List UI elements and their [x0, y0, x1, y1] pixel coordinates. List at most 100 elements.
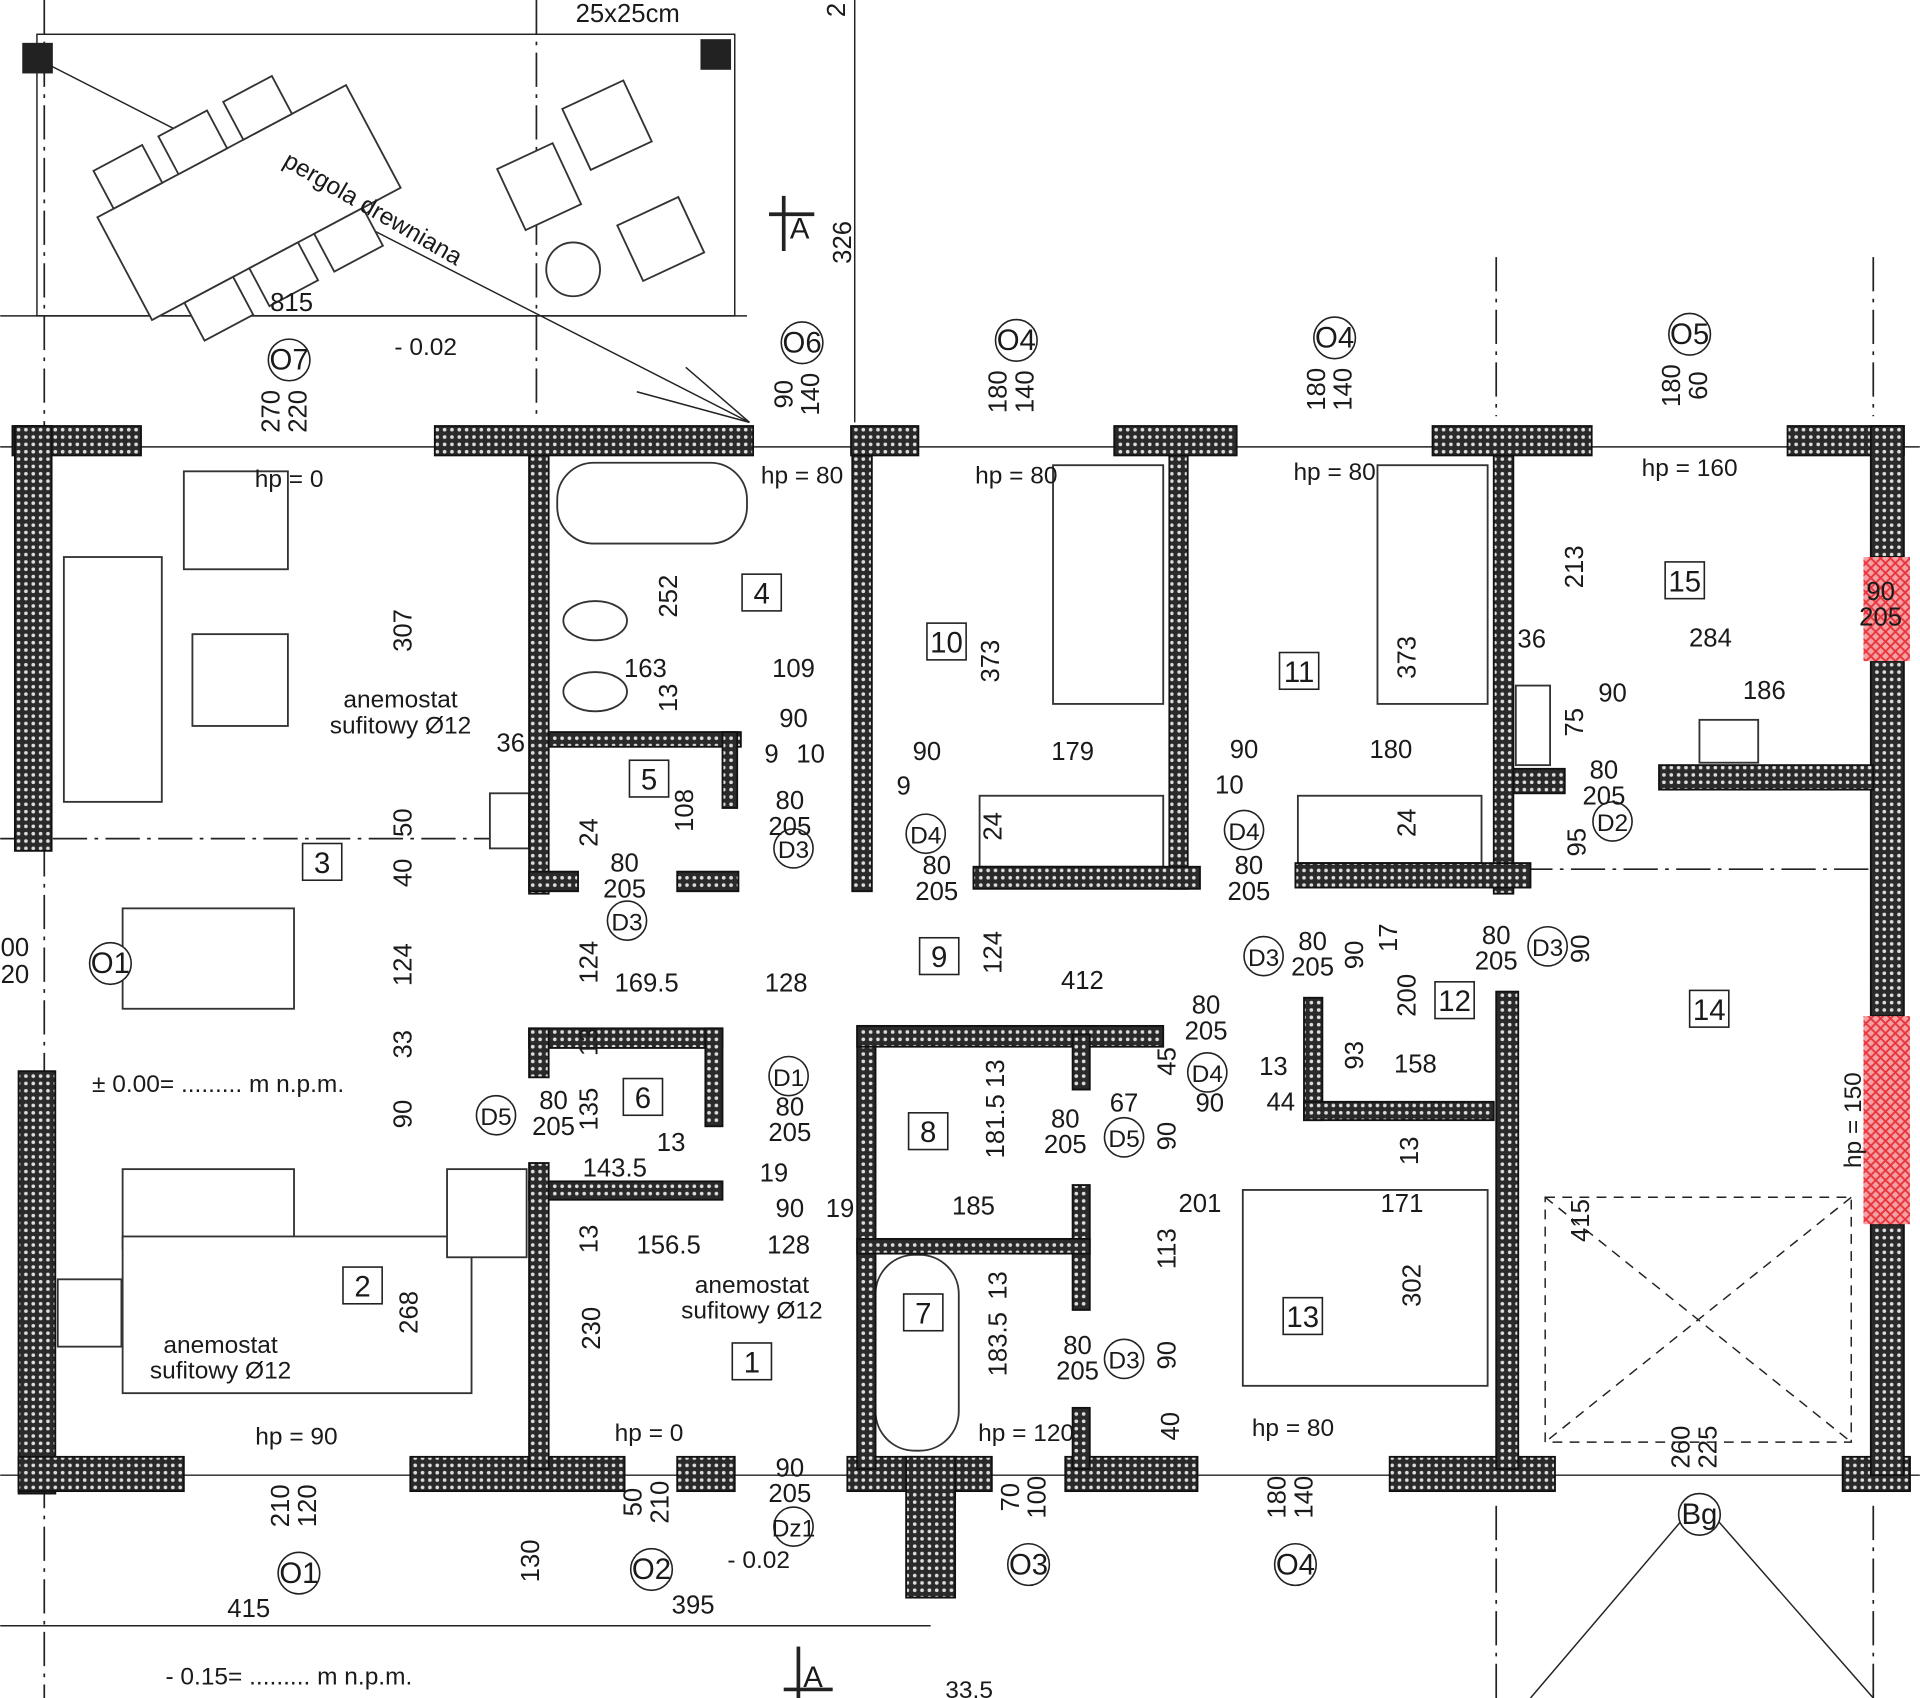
wall: [856, 1237, 1091, 1255]
window-tag-circle: [1313, 316, 1357, 360]
door-dim: 205: [532, 1113, 575, 1141]
dimension-label: 36: [496, 730, 525, 758]
dimension-label: 13: [657, 1129, 686, 1157]
window-tag: O2: [632, 1553, 671, 1586]
dimension-label: 143.5: [583, 1154, 647, 1182]
window-dim: 260: [1668, 1426, 1696, 1469]
door-tag-circle: [1243, 935, 1284, 977]
room-number: 11: [1284, 656, 1315, 689]
dimension-label: 130: [517, 1539, 545, 1582]
window-tag-circle: [267, 338, 311, 382]
door-dim: 80: [610, 850, 639, 878]
dimension-label: 13: [1396, 1136, 1424, 1165]
door-tag: D3: [611, 909, 642, 936]
window-dim: 210: [647, 1481, 675, 1524]
dimension-label: 185: [952, 1192, 995, 1220]
dimension-label: 75: [1561, 708, 1589, 737]
window-tag: O6: [782, 327, 821, 360]
dimension-label: 373: [1393, 636, 1421, 679]
garden-chair: [312, 206, 385, 273]
door-tag: D4: [1192, 1061, 1223, 1088]
window-dim: 180: [985, 370, 1013, 413]
dimension-label: 373: [977, 640, 1005, 683]
dimension-label: 13: [576, 1225, 604, 1254]
window-tag-circle: [1006, 1542, 1051, 1587]
dimension-label: 50: [390, 808, 418, 837]
dimension-label: 163: [624, 655, 667, 683]
window-tag: O3: [1009, 1548, 1048, 1581]
door-tag: D1: [773, 1065, 804, 1092]
window-dim: 180: [1303, 368, 1331, 411]
room-number: 15: [1668, 565, 1701, 598]
room-number: 9: [931, 941, 947, 974]
fridge: [446, 1168, 528, 1259]
dimension-label: 90: [779, 705, 808, 733]
window-dim: 120: [294, 1484, 322, 1527]
door-tag-circle: [1103, 1338, 1145, 1380]
door-dim: 80: [1051, 1106, 1080, 1134]
post-size-label: 25x25cm: [576, 0, 680, 28]
dimension-label: 9: [897, 773, 911, 801]
door-dim: 205: [768, 1480, 811, 1508]
door-dim: 205: [1291, 954, 1334, 982]
wall: [1388, 1455, 1556, 1493]
dimension-label: 13: [982, 1059, 1010, 1088]
door-tag-circle: [1103, 1116, 1145, 1158]
window-tag-circle: [629, 1547, 674, 1592]
wall: [1495, 990, 1520, 1470]
door-dim: 205: [1056, 1358, 1099, 1386]
wall: [528, 1162, 550, 1470]
window-tag: O4: [997, 324, 1036, 357]
window-tag-circle: [277, 1551, 321, 1595]
dimension-label: 124: [390, 943, 418, 986]
door-dim: 80: [1235, 852, 1264, 880]
dimension-label: 13: [985, 1271, 1013, 1300]
dimension-label: 45: [1153, 1047, 1181, 1076]
wall: [1294, 862, 1532, 889]
door-tag: D4: [1228, 819, 1259, 846]
garden-chair: [157, 109, 229, 176]
door-tag-circle: [1186, 1052, 1228, 1093]
dimension-label: 36: [1517, 626, 1546, 654]
door-tag-circle: [1223, 809, 1265, 851]
dimension-label: 158: [1394, 1050, 1437, 1078]
opening-dim: 205: [1859, 604, 1902, 632]
wall: [1071, 1033, 1091, 1091]
door-dim: 205: [1185, 1017, 1228, 1045]
dimension-label: 19: [826, 1195, 855, 1223]
window-dim: 00: [1, 934, 30, 962]
anemostat-label: sufitowy Ø12: [681, 1297, 822, 1324]
pergola: pergola drewniana 25x25cm 2: [22, 0, 851, 424]
dimension-label: 9: [764, 741, 778, 769]
wall: [851, 454, 873, 893]
window-dim: 180: [1264, 1476, 1292, 1519]
door-tag-circle: [1527, 925, 1569, 967]
room-number-box: [1664, 561, 1706, 600]
room-number: 14: [1693, 994, 1726, 1027]
pergola-post: [22, 42, 53, 74]
window-dim: 180: [1658, 364, 1686, 407]
dimension-label: 412: [1061, 967, 1104, 995]
room-number-box: [926, 622, 967, 661]
door-tag: D3: [778, 837, 809, 864]
dimension-label: 181.5: [982, 1094, 1010, 1158]
dimension-label: 90: [1153, 1122, 1181, 1151]
dimension-label: 156.5: [636, 1232, 700, 1260]
door-dim: 205: [1475, 948, 1518, 976]
dimension-label: 124: [576, 941, 604, 984]
wall: [1658, 764, 1875, 791]
level-mark: - 0.15= ......... m n.p.m.: [165, 1664, 412, 1691]
wall: [528, 1027, 724, 1049]
window-dim: 50: [620, 1488, 648, 1517]
wall: [905, 1455, 957, 1599]
cooktop: [56, 1278, 123, 1348]
window-dim: 270: [257, 390, 285, 433]
wall: [547, 731, 742, 748]
window-tag: Bg: [1681, 1498, 1717, 1531]
sill-height-label: hp = 80: [1293, 459, 1375, 486]
door-tag: D4: [910, 822, 941, 849]
anemostat-label: anemostat: [343, 687, 457, 714]
dimension-label: 108: [671, 789, 699, 832]
sill-height-label: hp = 0: [615, 1420, 684, 1447]
door-dim: 205: [768, 813, 811, 841]
